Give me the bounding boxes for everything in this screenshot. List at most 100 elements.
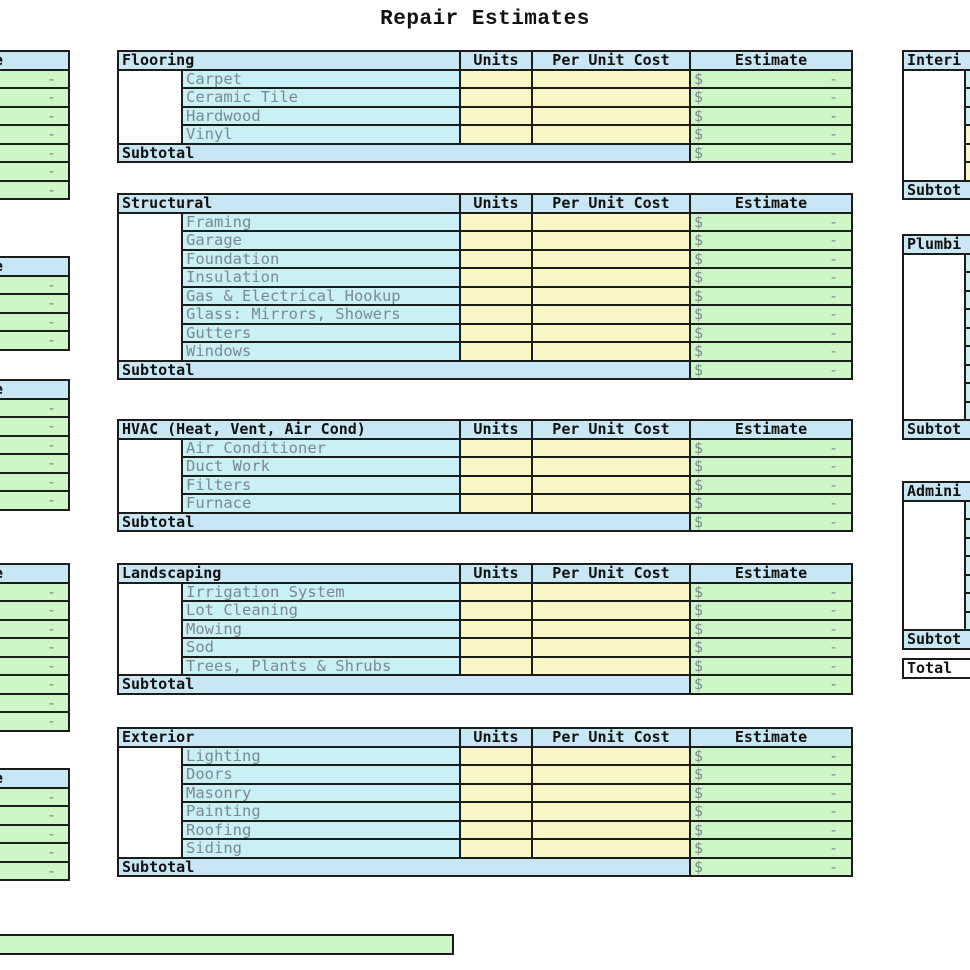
- units-cell[interactable]: [459, 764, 533, 785]
- subtotal-estimate-cell[interactable]: $-: [689, 359, 853, 380]
- units-cell[interactable]: [459, 474, 533, 495]
- left-estimate-cell[interactable]: -: [0, 600, 70, 621]
- per-unit-cost-cell[interactable]: [531, 618, 691, 639]
- left-estimate-cell[interactable]: -: [0, 692, 70, 713]
- estimate-cell[interactable]: $-: [689, 105, 853, 126]
- units-cell[interactable]: [459, 304, 533, 325]
- subtotal-estimate-cell[interactable]: $-: [689, 142, 853, 163]
- bottom-total-bar[interactable]: [0, 934, 454, 955]
- per-unit-cost-cell[interactable]: [531, 322, 691, 343]
- per-unit-cost-cell[interactable]: [531, 581, 691, 602]
- estimate-cell[interactable]: $-: [689, 230, 853, 251]
- left-estimate-cell[interactable]: -: [0, 842, 70, 863]
- units-cell[interactable]: [459, 456, 533, 477]
- units-cell[interactable]: [459, 322, 533, 343]
- per-unit-cost-cell[interactable]: [531, 248, 691, 269]
- units-cell[interactable]: [459, 745, 533, 766]
- estimate-cell[interactable]: $-: [689, 764, 853, 785]
- estimate-cell[interactable]: $-: [689, 655, 853, 676]
- per-unit-cost-cell[interactable]: [531, 493, 691, 514]
- estimate-cell[interactable]: $-: [689, 304, 853, 325]
- per-unit-cost-cell[interactable]: [531, 764, 691, 785]
- left-estimate-cell[interactable]: -: [0, 471, 70, 492]
- left-estimate-cell[interactable]: -: [0, 674, 70, 695]
- estimate-cell[interactable]: $-: [689, 474, 853, 495]
- per-unit-cost-cell[interactable]: [531, 230, 691, 251]
- units-cell[interactable]: [459, 437, 533, 458]
- left-estimate-cell[interactable]: -: [0, 637, 70, 658]
- estimate-cell[interactable]: $-: [689, 819, 853, 840]
- left-estimate-cell[interactable]: -: [0, 124, 70, 145]
- estimate-cell[interactable]: $-: [689, 248, 853, 269]
- left-estimate-cell[interactable]: -: [0, 161, 70, 182]
- units-cell[interactable]: [459, 68, 533, 89]
- per-unit-cost-cell[interactable]: [531, 211, 691, 232]
- units-cell[interactable]: [459, 285, 533, 306]
- left-estimate-cell[interactable]: -: [0, 581, 70, 602]
- units-cell[interactable]: [459, 493, 533, 514]
- estimate-cell[interactable]: $-: [689, 637, 853, 658]
- per-unit-cost-cell[interactable]: [531, 637, 691, 658]
- per-unit-cost-cell[interactable]: [531, 474, 691, 495]
- units-cell[interactable]: [459, 581, 533, 602]
- units-cell[interactable]: [459, 248, 533, 269]
- estimate-cell[interactable]: $-: [689, 211, 853, 232]
- subtotal-estimate-cell[interactable]: $-: [689, 511, 853, 532]
- units-cell[interactable]: [459, 801, 533, 822]
- estimate-cell[interactable]: $-: [689, 838, 853, 859]
- estimate-cell[interactable]: $-: [689, 285, 853, 306]
- estimate-cell[interactable]: $-: [689, 437, 853, 458]
- units-cell[interactable]: [459, 782, 533, 803]
- per-unit-cost-cell[interactable]: [531, 124, 691, 145]
- units-cell[interactable]: [459, 341, 533, 362]
- estimate-cell[interactable]: $-: [689, 341, 853, 362]
- units-cell[interactable]: [459, 87, 533, 108]
- units-cell[interactable]: [459, 838, 533, 859]
- estimate-cell[interactable]: $-: [689, 267, 853, 288]
- left-estimate-cell[interactable]: -: [0, 311, 70, 332]
- estimate-cell[interactable]: $-: [689, 618, 853, 639]
- per-unit-cost-cell[interactable]: [531, 68, 691, 89]
- estimate-cell[interactable]: $-: [689, 745, 853, 766]
- left-estimate-cell[interactable]: -: [0, 105, 70, 126]
- estimate-cell[interactable]: $-: [689, 581, 853, 602]
- left-estimate-cell[interactable]: -: [0, 274, 70, 295]
- per-unit-cost-cell[interactable]: [531, 838, 691, 859]
- per-unit-cost-cell[interactable]: [531, 285, 691, 306]
- estimate-cell[interactable]: $-: [689, 87, 853, 108]
- left-estimate-cell[interactable]: -: [0, 711, 70, 732]
- units-cell[interactable]: [459, 267, 533, 288]
- per-unit-cost-cell[interactable]: [531, 745, 691, 766]
- left-estimate-cell[interactable]: -: [0, 786, 70, 807]
- estimate-cell[interactable]: $-: [689, 68, 853, 89]
- left-estimate-cell[interactable]: -: [0, 618, 70, 639]
- left-estimate-cell[interactable]: -: [0, 142, 70, 163]
- estimate-cell[interactable]: $-: [689, 600, 853, 621]
- per-unit-cost-cell[interactable]: [531, 801, 691, 822]
- estimate-cell[interactable]: $-: [689, 801, 853, 822]
- per-unit-cost-cell[interactable]: [531, 819, 691, 840]
- units-cell[interactable]: [459, 230, 533, 251]
- left-estimate-cell[interactable]: -: [0, 860, 70, 881]
- per-unit-cost-cell[interactable]: [531, 437, 691, 458]
- estimate-cell[interactable]: $-: [689, 782, 853, 803]
- left-estimate-cell[interactable]: -: [0, 490, 70, 511]
- units-cell[interactable]: [459, 618, 533, 639]
- units-cell[interactable]: [459, 600, 533, 621]
- left-estimate-cell[interactable]: -: [0, 179, 70, 200]
- subtotal-estimate-cell[interactable]: $-: [689, 674, 853, 695]
- per-unit-cost-cell[interactable]: [531, 87, 691, 108]
- units-cell[interactable]: [459, 655, 533, 676]
- left-estimate-cell[interactable]: -: [0, 68, 70, 89]
- per-unit-cost-cell[interactable]: [531, 304, 691, 325]
- left-estimate-cell[interactable]: -: [0, 823, 70, 844]
- left-estimate-cell[interactable]: -: [0, 87, 70, 108]
- per-unit-cost-cell[interactable]: [531, 782, 691, 803]
- left-estimate-cell[interactable]: -: [0, 453, 70, 474]
- left-estimate-cell[interactable]: -: [0, 434, 70, 455]
- left-estimate-cell[interactable]: -: [0, 655, 70, 676]
- per-unit-cost-cell[interactable]: [531, 600, 691, 621]
- left-estimate-cell[interactable]: -: [0, 293, 70, 314]
- units-cell[interactable]: [459, 637, 533, 658]
- estimate-cell[interactable]: $-: [689, 322, 853, 343]
